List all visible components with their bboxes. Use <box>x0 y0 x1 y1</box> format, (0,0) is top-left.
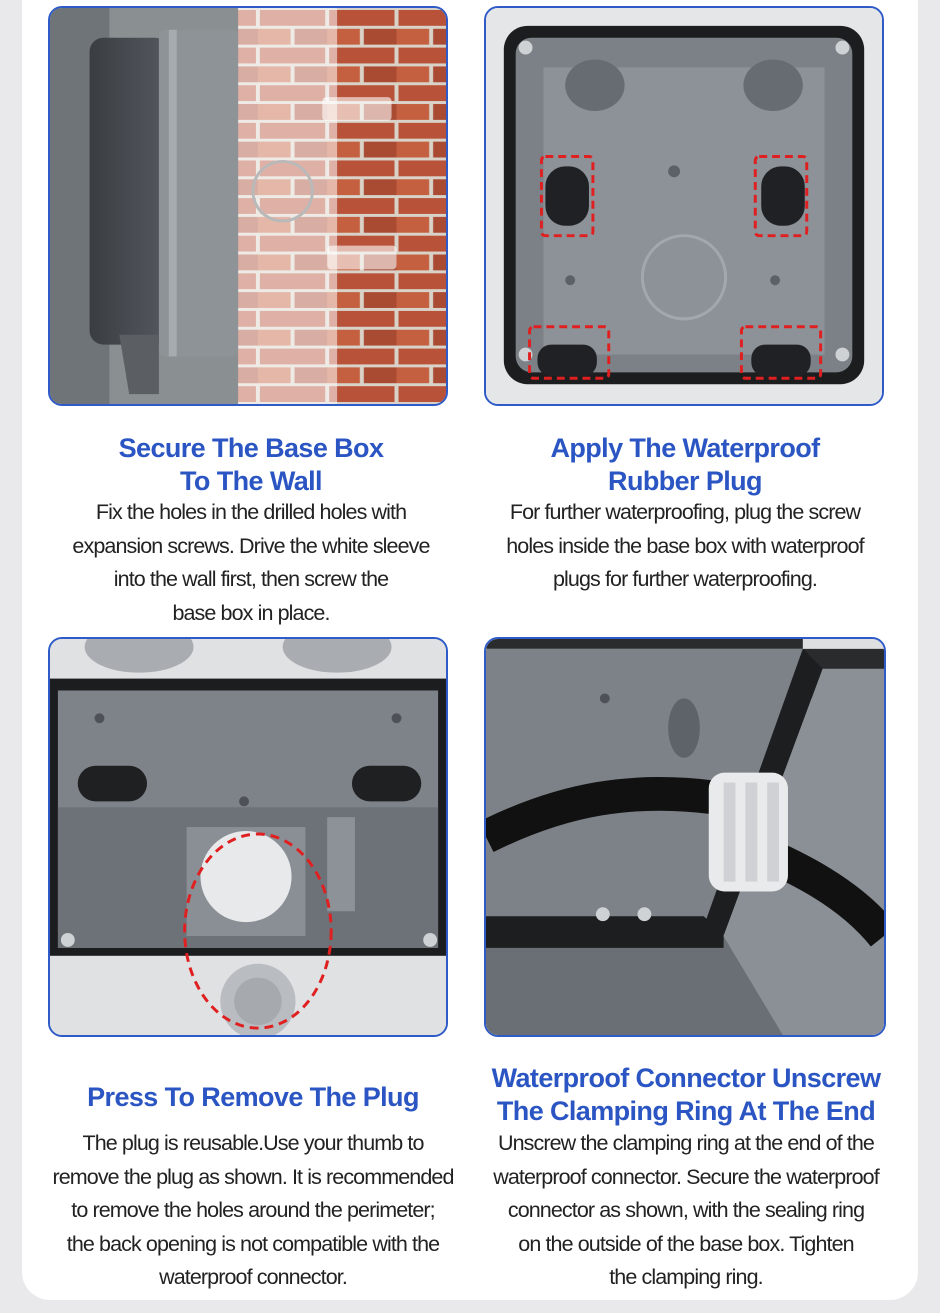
step-4-title-line: Waterproof Connector Unscrew <box>491 1063 881 1093</box>
step-4-text-line: waterproof connector. Secure the waterpr… <box>493 1164 879 1189</box>
step-1-description: Fix the holes in the drilled holes with … <box>48 496 454 630</box>
step-4-description: Unscrew the clamping ring at the end of … <box>466 1127 906 1295</box>
step-3-title: Press To Remove The Plug <box>48 1081 458 1114</box>
step-4-photo <box>484 637 886 1037</box>
step-4-text-line: on the outside of the base box. Tighten <box>518 1231 854 1256</box>
step-4-text-line: the clamping ring. <box>609 1265 763 1290</box>
step-1-title-line: Secure The Base Box <box>118 433 384 463</box>
step-1-title: Secure The Base Box To The Wall <box>48 432 454 498</box>
step-3-text-line: to remove the holes around the perimeter… <box>71 1198 435 1223</box>
step-1-text-line: expansion screws. Drive the white sleeve <box>72 533 430 558</box>
step-1-photo <box>48 6 448 406</box>
step-3-text-line: the back opening is not compatible with … <box>66 1231 440 1256</box>
step-3-text-line: waterproof connector. <box>159 1265 348 1290</box>
step-4-text-line: Unscrew the clamping ring at the end of … <box>497 1131 875 1155</box>
step-2-photo <box>484 6 884 406</box>
step-2-text-line: plugs for further waterproofing. <box>553 567 818 592</box>
step-3-description: The plug is reusable.Use your thumb to r… <box>30 1127 476 1295</box>
step-2-text-line: For further waterproofing, plug the scre… <box>509 500 861 524</box>
step-1-title-line: To The Wall <box>180 466 322 496</box>
step-4-title: Waterproof Connector Unscrew The Clampin… <box>466 1062 906 1128</box>
step-1-text-line: into the wall first, then screw the <box>113 567 389 592</box>
step-2-title-line: Rubber Plug <box>608 466 763 496</box>
step-3-text-line: The plug is reusable.Use your thumb to <box>82 1131 424 1155</box>
step-2-text-line: holes inside the base box with waterproo… <box>506 533 864 558</box>
step-3-text-line: remove the plug as shown. It is recommen… <box>52 1164 454 1189</box>
step-4-text-line: connector as shown, with the sealing rin… <box>507 1198 865 1223</box>
step-3-photo <box>48 637 448 1037</box>
step-1-text-line: base box in place. <box>172 600 330 625</box>
step-1-text-line: Fix the holes in the drilled holes with <box>95 500 407 524</box>
step-2-description: For further waterproofing, plug the scre… <box>484 496 886 597</box>
step-4-title-line: The Clamping Ring At The End <box>496 1096 876 1126</box>
step-3-title-line: Press To Remove The Plug <box>87 1082 419 1112</box>
step-2-title: Apply The Waterproof Rubber Plug <box>484 432 886 498</box>
step-2-title-line: Apply The Waterproof <box>550 433 821 463</box>
